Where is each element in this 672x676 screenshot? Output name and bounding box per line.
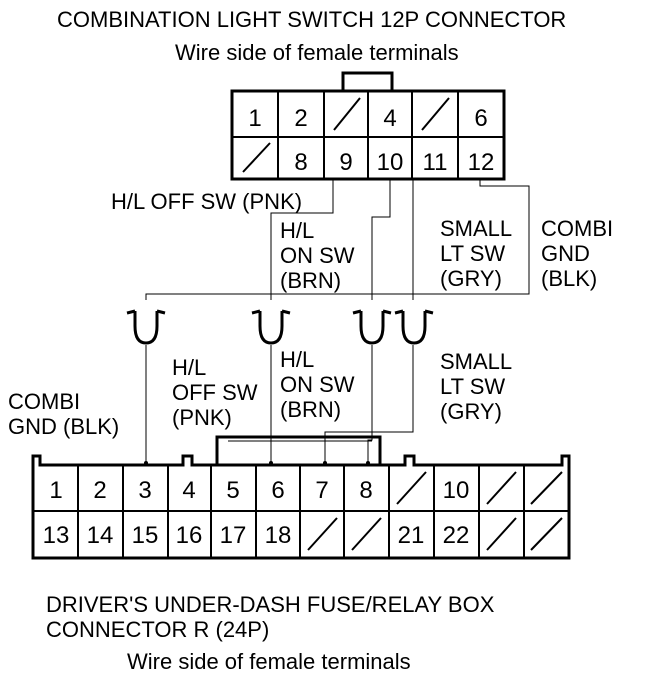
bottom-pin: 18 bbox=[265, 522, 292, 549]
upper-label-combi-gnd: COMBI GND (BLK) bbox=[541, 216, 614, 291]
bottom-pin: 4 bbox=[182, 477, 195, 504]
wire-combi-gnd-upper bbox=[145, 179, 530, 300]
terminal-dot bbox=[366, 461, 370, 465]
upper-label-hl-on-sw: H/L ON SW (BRN) bbox=[280, 218, 355, 293]
top-pin: 12 bbox=[468, 149, 495, 176]
empty-cavity-slash bbox=[486, 471, 517, 505]
bottom-pin: 5 bbox=[226, 477, 239, 504]
bottom-pin: 7 bbox=[315, 477, 328, 504]
bottom-pin: 8 bbox=[359, 477, 372, 504]
u-shaped-connector-break-icon bbox=[251, 309, 291, 345]
bottom-connector-title-line2: CONNECTOR R (24P) bbox=[46, 617, 270, 642]
u-shaped-connector-break-icon bbox=[126, 309, 166, 345]
bottom-pin: 15 bbox=[132, 522, 159, 549]
bottom-connector-subtitle: Wire side of female terminals bbox=[127, 649, 411, 674]
wire-hl-off-sw-upper bbox=[270, 179, 334, 294]
wire-hl-on-sw-upper bbox=[371, 179, 391, 300]
u-shaped-connector-break-icon bbox=[352, 309, 392, 345]
upper-label-hl-off-sw: H/L OFF SW (PNK) bbox=[111, 189, 303, 214]
bottom-connector bbox=[31, 435, 571, 560]
bottom-pin: 6 bbox=[271, 477, 284, 504]
empty-cavity-slash bbox=[530, 471, 563, 505]
bottom-pin: 14 bbox=[87, 522, 114, 549]
terminal-dot bbox=[144, 461, 148, 465]
terminal-dot bbox=[323, 461, 327, 465]
top-connector-title: COMBINATION LIGHT SWITCH 12P CONNECTOR bbox=[57, 7, 567, 32]
bottom-pin: 22 bbox=[443, 522, 470, 549]
top-connector bbox=[230, 71, 506, 181]
bottom-pin: 17 bbox=[220, 522, 247, 549]
empty-cavity-slash bbox=[333, 97, 361, 131]
empty-cavity-slash bbox=[396, 471, 427, 505]
wire-small-lt-sw-lower bbox=[324, 345, 414, 463]
top-connector-subtitle: Wire side of female terminals bbox=[175, 40, 459, 65]
lower-label-small-lt-sw: SMALL LT SW (GRY) bbox=[440, 349, 513, 424]
wire-hl-on-sw-lower bbox=[367, 345, 373, 463]
upper-label-small-lt-sw: SMALL LT SW (GRY) bbox=[440, 216, 513, 291]
top-pin: 1 bbox=[248, 105, 261, 132]
lower-label-combi-gnd: COMBI GND (BLK) bbox=[8, 389, 120, 439]
empty-cavity-slash bbox=[351, 517, 382, 551]
top-pin: 8 bbox=[294, 149, 307, 176]
bottom-pin: 3 bbox=[138, 477, 151, 504]
top-pin: 9 bbox=[339, 149, 352, 176]
bottom-pin: 13 bbox=[43, 522, 70, 549]
bottom-pin: 16 bbox=[176, 522, 203, 549]
top-pin: 10 bbox=[377, 149, 404, 176]
bottom-pin: 1 bbox=[49, 477, 62, 504]
empty-cavity-slash bbox=[307, 517, 338, 551]
terminal-dot bbox=[269, 461, 273, 465]
empty-cavity-slash bbox=[486, 517, 517, 551]
lower-label-hl-off-sw: H/L OFF SW (PNK) bbox=[172, 355, 258, 430]
empty-cavity-slash bbox=[421, 97, 450, 131]
bottom-pin: 21 bbox=[398, 522, 425, 549]
top-pin: 6 bbox=[474, 105, 487, 132]
lower-label-hl-on-sw: H/L ON SW (BRN) bbox=[280, 347, 355, 422]
u-shaped-connector-break-icon bbox=[394, 309, 434, 345]
top-pin: 11 bbox=[423, 149, 448, 176]
empty-cavity-slash bbox=[242, 142, 271, 173]
bottom-pin: 10 bbox=[443, 477, 470, 504]
top-pin: 4 bbox=[383, 105, 396, 132]
top-pin: 2 bbox=[294, 105, 307, 132]
empty-cavity-slash bbox=[530, 517, 563, 551]
bottom-pin: 2 bbox=[93, 477, 106, 504]
bottom-connector-title-line1: DRIVER'S UNDER-DASH FUSE/RELAY BOX bbox=[46, 592, 495, 617]
